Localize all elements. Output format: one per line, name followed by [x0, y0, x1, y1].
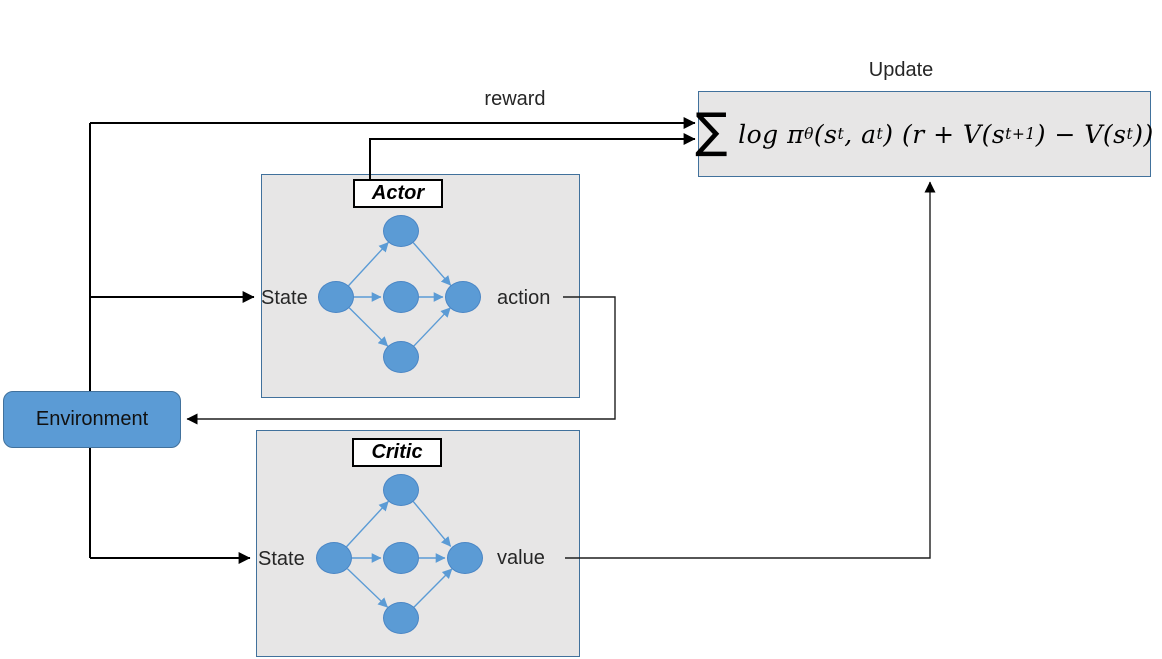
value-to-update-arrow — [565, 181, 936, 559]
actor-to-update-arrow — [369, 133, 696, 179]
actor-panel — [261, 174, 580, 398]
action-to-environment-arrow — [186, 296, 616, 425]
critic-network-edges — [346, 500, 453, 608]
actor-network-edges — [348, 241, 452, 347]
